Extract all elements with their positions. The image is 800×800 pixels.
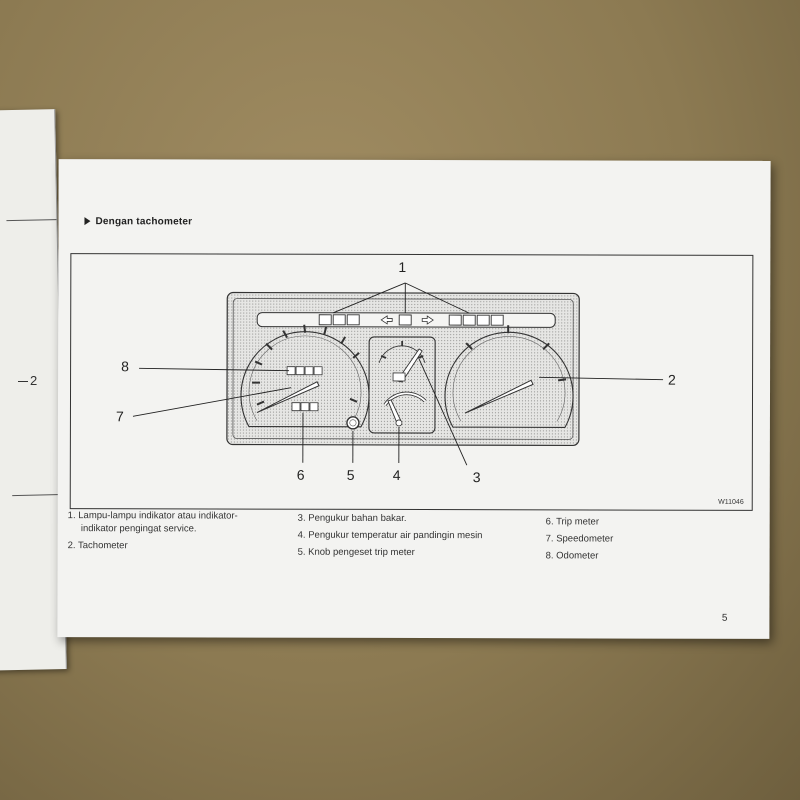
left-page-callout: 2: [18, 373, 37, 388]
callout-2: 2: [668, 372, 676, 388]
legend-item: 7. Speedometer: [546, 532, 676, 545]
legend-item: indikator pengingat service.: [68, 522, 278, 536]
figure-code: W11046: [718, 499, 744, 506]
legend-column-2: 3. Pengukur bahan bakar. 4. Pengukur tem…: [298, 512, 538, 564]
left-page-rule: [6, 219, 56, 221]
legend-item: 6. Trip meter: [546, 515, 676, 528]
manual-page: Dengan tachometer: [57, 159, 770, 639]
callout-6: 6: [297, 467, 305, 483]
legend-item: 8. Odometer: [546, 549, 676, 562]
trip-reset-knob: [347, 417, 359, 429]
callout-8: 8: [121, 358, 129, 374]
page-number: 5: [722, 613, 728, 624]
legend-item: 3. Pengukur bahan bakar.: [298, 512, 538, 526]
legend-item: 5. Knob pengeset trip meter: [298, 546, 538, 560]
triangle-bullet-icon: [84, 217, 90, 225]
legend-item: 4. Pengukur temperatur air pandingin mes…: [298, 529, 538, 543]
callout-4: 4: [393, 467, 401, 483]
section-title: Dengan tachometer: [84, 216, 192, 227]
legend-column-1: 1. Lampu-lampu indikator atau indikator-…: [68, 509, 278, 557]
center-gauges-panel: [369, 337, 435, 433]
section-title-text: Dengan tachometer: [95, 216, 192, 227]
instrument-cluster-diagram: [71, 254, 755, 512]
legend-column-3: 6. Trip meter 7. Speedometer 8. Odometer: [546, 515, 676, 566]
indicator-lamp-strip: [257, 313, 555, 328]
instrument-cluster-figure: 1 2 3 4 5 6 7 8 W11046: [70, 253, 754, 511]
left-page-rule: [12, 494, 62, 496]
callout-3: 3: [473, 469, 481, 485]
callout-5: 5: [347, 467, 355, 483]
legend-item: 2. Tachometer: [68, 539, 278, 553]
legend-item: 1. Lampu-lampu indikator atau indikator-: [68, 509, 278, 523]
callout-1: 1: [398, 259, 406, 275]
callout-7: 7: [116, 408, 124, 424]
